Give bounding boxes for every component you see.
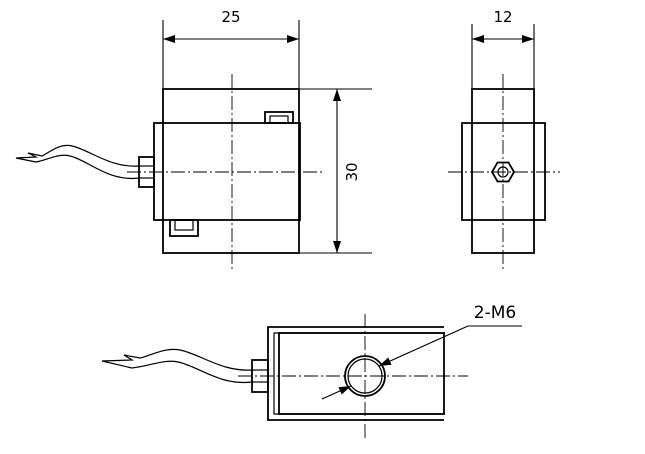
dimension-height: 30 xyxy=(299,88,372,254)
side-view-housing xyxy=(461,122,546,221)
dimension-height-label: 30 xyxy=(343,162,361,181)
front-view-back-plate xyxy=(162,88,300,254)
top-view-cable xyxy=(101,348,253,384)
dimension-width-side: 25 xyxy=(162,8,300,89)
side-view: 12 xyxy=(448,8,560,272)
thread-callout: 2-M6 xyxy=(321,303,522,400)
thread-callout-label: 2-M6 xyxy=(474,303,516,323)
top-view-bracket xyxy=(267,326,444,421)
dimension-width-end: 12 xyxy=(471,8,535,89)
front-view-bottom-tab xyxy=(169,219,199,237)
top-view: 2-M6 xyxy=(101,303,522,440)
dimension-width-end-label: 12 xyxy=(493,8,512,26)
dimension-width-side-label: 25 xyxy=(221,8,240,26)
top-view-housing xyxy=(278,332,445,415)
front-view-housing xyxy=(153,122,301,221)
front-view-cable xyxy=(15,144,140,180)
front-view: 25 30 xyxy=(15,8,372,272)
front-view-top-tab xyxy=(264,111,294,124)
